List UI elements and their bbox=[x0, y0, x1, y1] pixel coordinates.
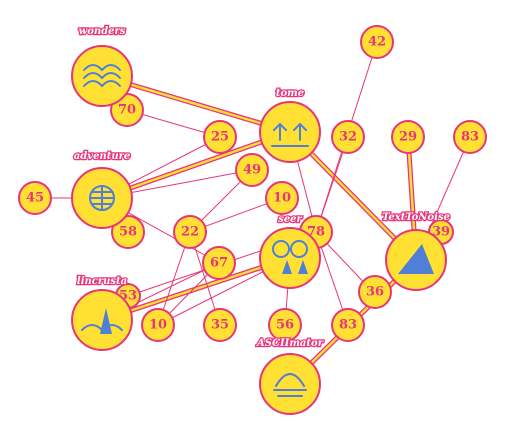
hub-node-texttonoise[interactable]: TextToNoise bbox=[381, 211, 451, 291]
plants-icon bbox=[271, 122, 309, 147]
svg-text:35: 35 bbox=[211, 318, 229, 333]
svg-text:42: 42 bbox=[368, 35, 386, 50]
waves-icon bbox=[83, 64, 121, 88]
svg-text:39: 39 bbox=[432, 225, 450, 240]
svg-text:49: 49 bbox=[243, 163, 261, 178]
svg-text:10: 10 bbox=[149, 318, 167, 333]
number-node-67[interactable]: 67 bbox=[202, 246, 236, 280]
number-node-83[interactable]: 83 bbox=[453, 120, 487, 154]
hub-node-lincrusta[interactable]: lincrusta bbox=[71, 275, 133, 351]
mountain-icon bbox=[398, 244, 434, 274]
edge-fill-lincrusta-seer bbox=[101, 256, 291, 322]
number-node-56[interactable]: 56 bbox=[268, 308, 302, 342]
number-node-83-b[interactable]: 83 bbox=[331, 308, 365, 342]
edge-fill-tome-adventure bbox=[101, 130, 291, 200]
svg-text:83: 83 bbox=[461, 130, 479, 145]
hub-label-adventure: adventure bbox=[74, 151, 130, 162]
number-node-58[interactable]: 58 bbox=[111, 215, 145, 249]
number-node-29[interactable]: 29 bbox=[391, 120, 425, 154]
hub-label-texttonoise: TextToNoise bbox=[382, 212, 450, 223]
hub-label-lincrusta: lincrusta bbox=[77, 276, 127, 287]
svg-text:29: 29 bbox=[399, 130, 417, 145]
tree-hills-icon bbox=[81, 308, 123, 334]
edge-fill-wonders-tome bbox=[101, 74, 291, 134]
hub-label-seer: seer bbox=[278, 214, 302, 225]
hub-node-adventure[interactable]: adventure bbox=[71, 150, 133, 229]
number-node-35[interactable]: 35 bbox=[203, 308, 237, 342]
arch-icon bbox=[273, 373, 307, 397]
svg-text:25: 25 bbox=[211, 130, 229, 145]
number-node-10[interactable]: 10 bbox=[265, 181, 299, 215]
number-node-49[interactable]: 49 bbox=[235, 153, 269, 187]
svg-text:36: 36 bbox=[366, 285, 384, 300]
svg-text:56: 56 bbox=[276, 318, 294, 333]
number-node-70[interactable]: 70 bbox=[110, 93, 144, 127]
svg-text:83: 83 bbox=[339, 318, 357, 333]
hub-node-tome[interactable]: tome bbox=[259, 87, 321, 163]
number-node-36[interactable]: 36 bbox=[358, 275, 392, 309]
svg-text:58: 58 bbox=[119, 225, 137, 240]
svg-text:32: 32 bbox=[339, 130, 357, 145]
hub-node-asciimator[interactable]: ASCIImator bbox=[255, 337, 325, 415]
number-node-32[interactable]: 32 bbox=[331, 120, 365, 154]
trees-icon bbox=[272, 240, 308, 274]
svg-text:22: 22 bbox=[181, 225, 199, 240]
number-node-42[interactable]: 42 bbox=[360, 25, 394, 59]
svg-text:70: 70 bbox=[118, 103, 136, 118]
number-node-10-b[interactable]: 10 bbox=[141, 308, 175, 342]
svg-text:67: 67 bbox=[210, 256, 228, 271]
hub-label-wonders: wonders bbox=[79, 26, 126, 37]
globe-icon bbox=[89, 185, 115, 211]
hub-label-tome: tome bbox=[276, 88, 304, 99]
svg-text:45: 45 bbox=[26, 191, 44, 206]
svg-text:10: 10 bbox=[273, 191, 291, 206]
hub-node-wonders[interactable]: wonders bbox=[71, 25, 133, 107]
hub-label-asciimator: ASCIImator bbox=[256, 338, 324, 349]
number-node-45[interactable]: 45 bbox=[18, 181, 52, 215]
hub-nodes-layer: wonders tome adventure bbox=[71, 25, 451, 415]
number-node-22[interactable]: 22 bbox=[173, 215, 207, 249]
number-node-25[interactable]: 25 bbox=[203, 120, 237, 154]
hub-node-seer[interactable]: seer bbox=[259, 213, 321, 289]
